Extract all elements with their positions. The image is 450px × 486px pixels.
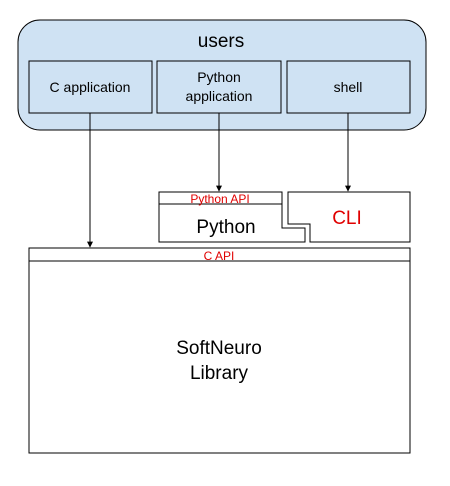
- arrows: [87, 113, 351, 248]
- python-block: Python API Python: [158, 191, 306, 243]
- shell-box: [286, 60, 411, 114]
- python-api-label: Python API: [190, 192, 249, 206]
- library-title-line1: SoftNeuro: [176, 338, 262, 359]
- library-block: C API SoftNeuro Library: [28, 247, 411, 454]
- c-application-label: C application: [50, 79, 131, 95]
- users-title: users: [198, 31, 244, 52]
- python-application-label-line2: application: [186, 88, 253, 104]
- library-title-line2: Library: [190, 363, 249, 384]
- shell-label: shell: [334, 79, 363, 95]
- c-api-label: C API: [204, 249, 235, 263]
- python-title: Python: [196, 217, 255, 238]
- users-group: users C application Python application s…: [17, 19, 427, 131]
- c-application-box: [28, 60, 153, 114]
- cli-block-outline: [287, 191, 411, 243]
- python-application-box: [156, 60, 282, 114]
- python-application-label-line1: Python: [197, 69, 241, 85]
- library-box: [28, 247, 411, 454]
- cli-title: CLI: [332, 208, 362, 229]
- cli-block: CLI: [287, 191, 411, 243]
